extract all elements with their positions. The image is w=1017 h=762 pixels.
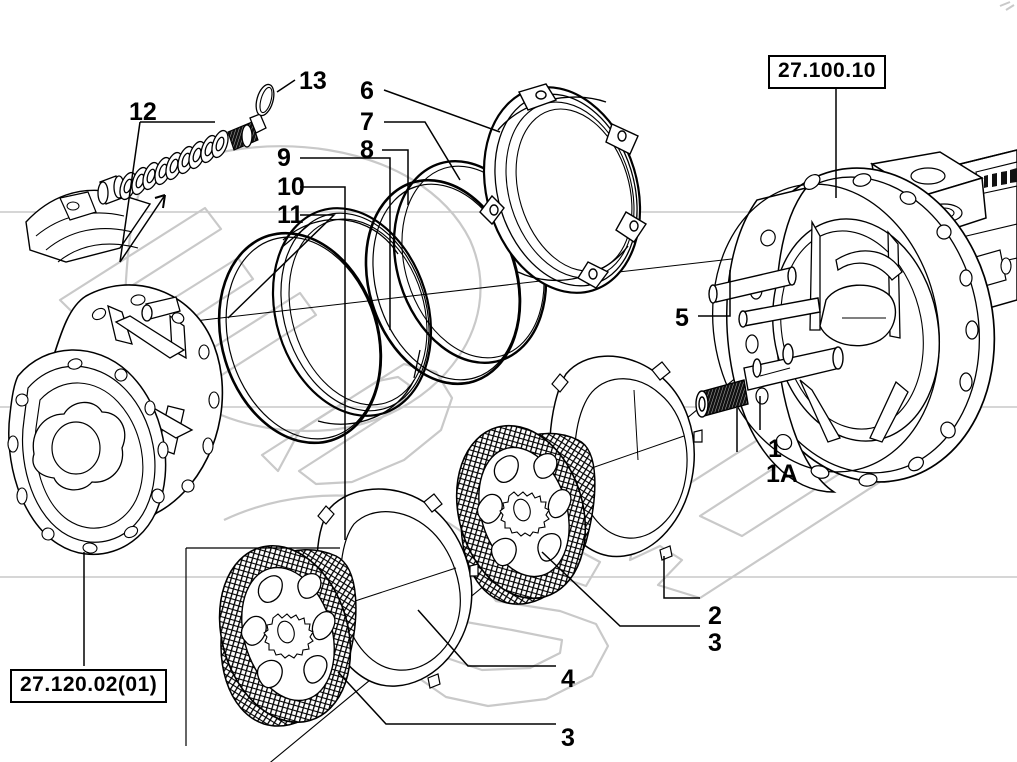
brake-actuating-pin: [695, 343, 844, 418]
brake-guide-pin-group: [708, 266, 821, 328]
axle-housing-final-drive: [695, 149, 1017, 493]
belleville-washer-stack: [97, 83, 275, 205]
callout-10[interactable]: 10: [277, 173, 305, 201]
callout-2[interactable]: 2: [708, 602, 722, 630]
ref-box-top-right[interactable]: 27.100.10: [768, 55, 886, 90]
brake-friction-disc-3-lower: [218, 544, 357, 727]
callout-5[interactable]: 5: [675, 304, 689, 332]
callout-12[interactable]: 12: [129, 98, 157, 126]
callout-7[interactable]: 7: [360, 108, 374, 136]
retaining-washer-13: [255, 83, 275, 117]
callout-4[interactable]: 4: [561, 665, 575, 693]
callout-1[interactable]: 1: [768, 435, 782, 463]
ref-box-bottom-left[interactable]: 27.120.02(01): [10, 669, 168, 704]
callout-8[interactable]: 8: [360, 136, 374, 164]
callout-9[interactable]: 9: [277, 144, 291, 172]
callout-6[interactable]: 6: [360, 77, 374, 105]
brake-intermediate-plate-4: [316, 488, 479, 689]
wheel-hub-brake-housing: [7, 189, 224, 556]
wheel-hub: [7, 349, 169, 556]
callout-1a[interactable]: 1A: [766, 460, 798, 488]
brake-seal-ring-group-9-10-11: [217, 207, 433, 445]
callout-11[interactable]: 11: [277, 201, 304, 229]
callout-leader-lines: [83, 79, 837, 746]
brake-o-ring-11: [217, 231, 383, 445]
brake-piston-ring-6: [479, 83, 647, 294]
callout-3-upper[interactable]: 3: [708, 629, 722, 657]
callout-13[interactable]: 13: [299, 67, 327, 95]
brake-friction-disc-3-upper: [455, 424, 596, 605]
callout-3-lower[interactable]: 3: [561, 724, 575, 752]
